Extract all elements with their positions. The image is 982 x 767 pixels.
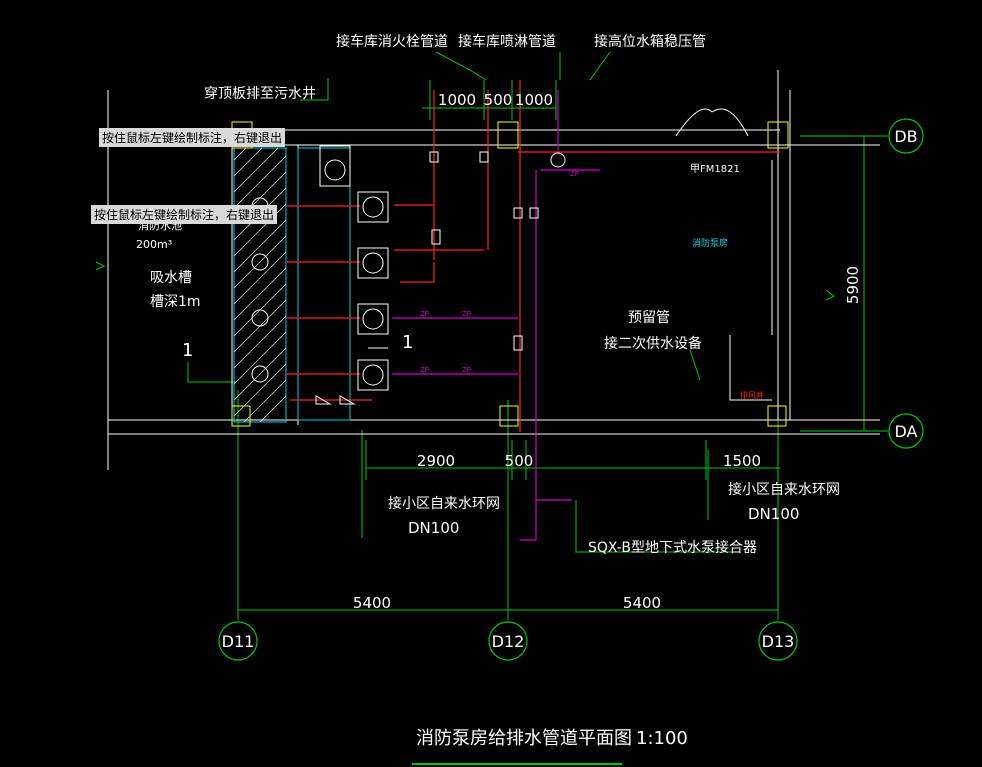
dim-top-500: 500 (484, 91, 513, 109)
grid-label-d13: D13 (762, 632, 795, 651)
dim-bay-5400-left: 5400 (353, 594, 391, 612)
fire-pumps (251, 145, 566, 405)
grid-lines (95, 51, 888, 620)
label-sump: 吸水槽 (150, 270, 192, 286)
label-pool-volume: 200m³ (136, 238, 172, 251)
label-vent-well: 排风井 (740, 390, 764, 400)
label-door-code: 甲FM1821 (690, 164, 740, 175)
dim-bottom-1500: 1500 (723, 452, 761, 470)
label-room-name: 消防泵房 (692, 237, 728, 249)
label-reserved-pipe: 预留管 (628, 310, 670, 326)
grid-label-d12: D12 (492, 632, 525, 651)
fire-pipes (286, 80, 780, 432)
grid-bubbles (218, 118, 924, 661)
pipe-tag-zp: ZP (420, 366, 429, 374)
dim-top-1000-right: 1000 (515, 91, 553, 109)
section-mark-left: 1 (182, 340, 193, 361)
dim-height-5900: 5900 (844, 266, 862, 304)
label-secondary-supply: 接二次供水设备 (604, 335, 702, 352)
pool-hatch (233, 147, 351, 423)
label-to-hydrant: 接车库消火栓管道 (336, 33, 448, 50)
label-adapter: SQX-B型地下式水泵接合器 (588, 539, 757, 556)
pipe-tag-zp: ZP (462, 366, 471, 374)
label-city-main-right: 接小区自来水环网 (728, 481, 840, 498)
grid-label-da: DA (895, 422, 918, 441)
pipe-tag-zp: ZP (570, 170, 579, 178)
dim-bottom-500: 500 (505, 452, 534, 470)
label-roof-drain: 穿顶板排至污水井 (204, 86, 316, 102)
cad-tooltip: 按住鼠标左键绘制标注，右键退出 (91, 205, 278, 224)
pipe-tag-zp: ZP (420, 310, 429, 318)
cad-tooltip: 按住鼠标左键绘制标注，右键退出 (99, 128, 286, 147)
drawing-scale: 1:100 (636, 728, 688, 749)
section-mark-right: 1 (402, 332, 413, 353)
dim-top-1000-left: 1000 (438, 91, 476, 109)
dim-bottom-2900: 2900 (417, 452, 455, 470)
drawing-title: 消防泵房给排水管道平面图 (416, 728, 632, 749)
spray-pipes (392, 90, 600, 541)
label-sump-depth: 槽深1m (150, 294, 201, 310)
grid-label-d11: D11 (222, 632, 255, 651)
label-city-main-left: 接小区自来水环网 (388, 495, 500, 512)
label-dn-right: DN100 (748, 505, 799, 523)
pipe-tag-zp: ZP (462, 310, 471, 318)
label-to-tank: 接高位水箱稳压管 (594, 33, 706, 50)
label-to-sprinkler: 接车库喷淋管道 (458, 33, 556, 50)
grid-label-db: DB (894, 127, 917, 146)
label-dn-left: DN100 (408, 519, 459, 537)
dim-bay-5400-right: 5400 (623, 594, 661, 612)
building-walls (107, 70, 880, 470)
